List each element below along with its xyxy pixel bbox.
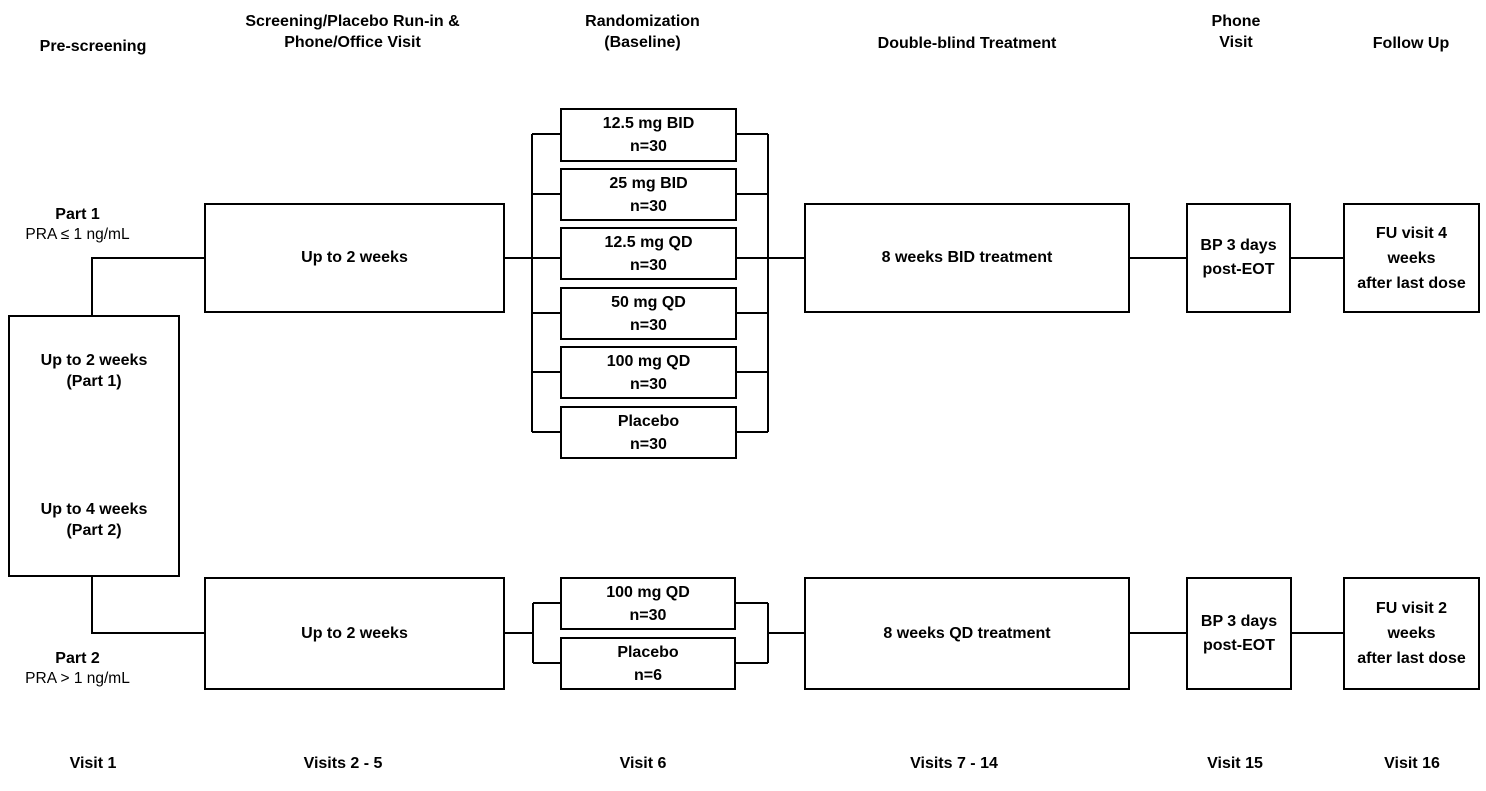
arm-dose: 12.5 mg QD — [604, 233, 693, 251]
part1-arm-box-12-5mg-bid: 12.5 mg BID n=30 — [560, 108, 737, 162]
arm-n: n=30 — [630, 435, 667, 453]
part1-connectors — [91, 133, 1344, 433]
part2-arm-box-100mg-qd: 100 mg QD n=30 — [560, 577, 736, 630]
arm-dose: 50 mg QD — [611, 293, 686, 311]
arm-n: n=30 — [630, 375, 667, 393]
arm-dose: 25 mg BID — [609, 174, 688, 192]
column-header-screening-run-in: Screening/Placebo Run-in & Phone/Office … — [245, 13, 460, 51]
part1-arm-box-placebo: Placebo n=30 — [560, 406, 737, 459]
part2-label: Part 2 PRA > 1 ng/mL — [5, 649, 150, 689]
part1-phone-visit-box: BP 3 days post-EOT — [1186, 203, 1291, 313]
arm-dose: 100 mg QD — [606, 352, 691, 370]
part1-arm-box-100mg-qd: 100 mg QD n=30 — [560, 346, 737, 399]
part1-name: Part 1 — [55, 206, 100, 223]
part2-follow-up-box: FU visit 2 weeks after last dose — [1343, 577, 1480, 690]
arm-n: n=30 — [630, 256, 667, 274]
part1-treatment-box: 8 weeks BID treatment — [804, 203, 1130, 313]
part2-screening-box: Up to 2 weeks — [204, 577, 505, 690]
part2-name: Part 2 — [55, 650, 100, 667]
visit-label-15: Visit 15 — [1207, 755, 1263, 772]
arm-n: n=30 — [630, 197, 667, 215]
arm-n: n=30 — [630, 316, 667, 334]
visit-label-1: Visit 1 — [69, 755, 117, 772]
part1-arm-box-25mg-bid: 25 mg BID n=30 — [560, 168, 737, 221]
visit-label-6: Visit 6 — [619, 755, 667, 772]
column-header-phone-visit: Phone Visit — [1211, 13, 1261, 51]
part1-criteria: PRA ≤ 1 ng/mL — [25, 226, 130, 243]
arm-n: n=30 — [629, 606, 667, 624]
visit-label-2-5: Visits 2 - 5 — [303, 755, 383, 772]
part2-arm-box-placebo: Placebo n=6 — [560, 637, 736, 690]
column-header-double-blind-treatment: Double-blind Treatment — [877, 35, 1057, 52]
visit-label-7-14: Visits 7 - 14 — [910, 755, 998, 772]
part2-criteria: PRA > 1 ng/mL — [25, 670, 130, 687]
part1-follow-up-box: FU visit 4 weeks after last dose — [1343, 203, 1480, 313]
arm-n: n=6 — [633, 666, 662, 684]
pre-screening-part2-duration: Up to 4 weeks (Part 2) — [40, 501, 148, 539]
part2-treatment-box: 8 weeks QD treatment — [804, 577, 1130, 690]
pre-screening-duration-box: Up to 2 weeks (Part 1) Up to 4 weeks (Pa… — [8, 315, 180, 577]
arm-dose: Placebo — [617, 412, 680, 430]
pre-screening-part1-duration: Up to 2 weeks (Part 1) — [40, 352, 148, 390]
arm-n: n=30 — [630, 138, 667, 155]
column-header-randomization: Randomization (Baseline) — [585, 13, 700, 51]
arm-dose: Placebo — [617, 643, 679, 661]
part1-arm-box-12-5mg-qd: 12.5 mg QD n=30 — [560, 227, 737, 280]
part1-arm-box-50mg-qd: 50 mg QD n=30 — [560, 287, 737, 340]
part1-screening-box: Up to 2 weeks — [204, 203, 505, 313]
arm-dose: 12.5 mg BID — [602, 115, 695, 132]
column-header-follow-up: Follow Up — [1372, 35, 1450, 52]
visit-label-16: Visit 16 — [1384, 755, 1440, 772]
part2-connectors — [91, 576, 1344, 664]
part1-label: Part 1 PRA ≤ 1 ng/mL — [5, 205, 150, 245]
part2-phone-visit-box: BP 3 days post-EOT — [1186, 577, 1292, 690]
arm-dose: 100 mg QD — [606, 583, 690, 601]
column-header-pre-screening: Pre-screening — [39, 38, 147, 55]
